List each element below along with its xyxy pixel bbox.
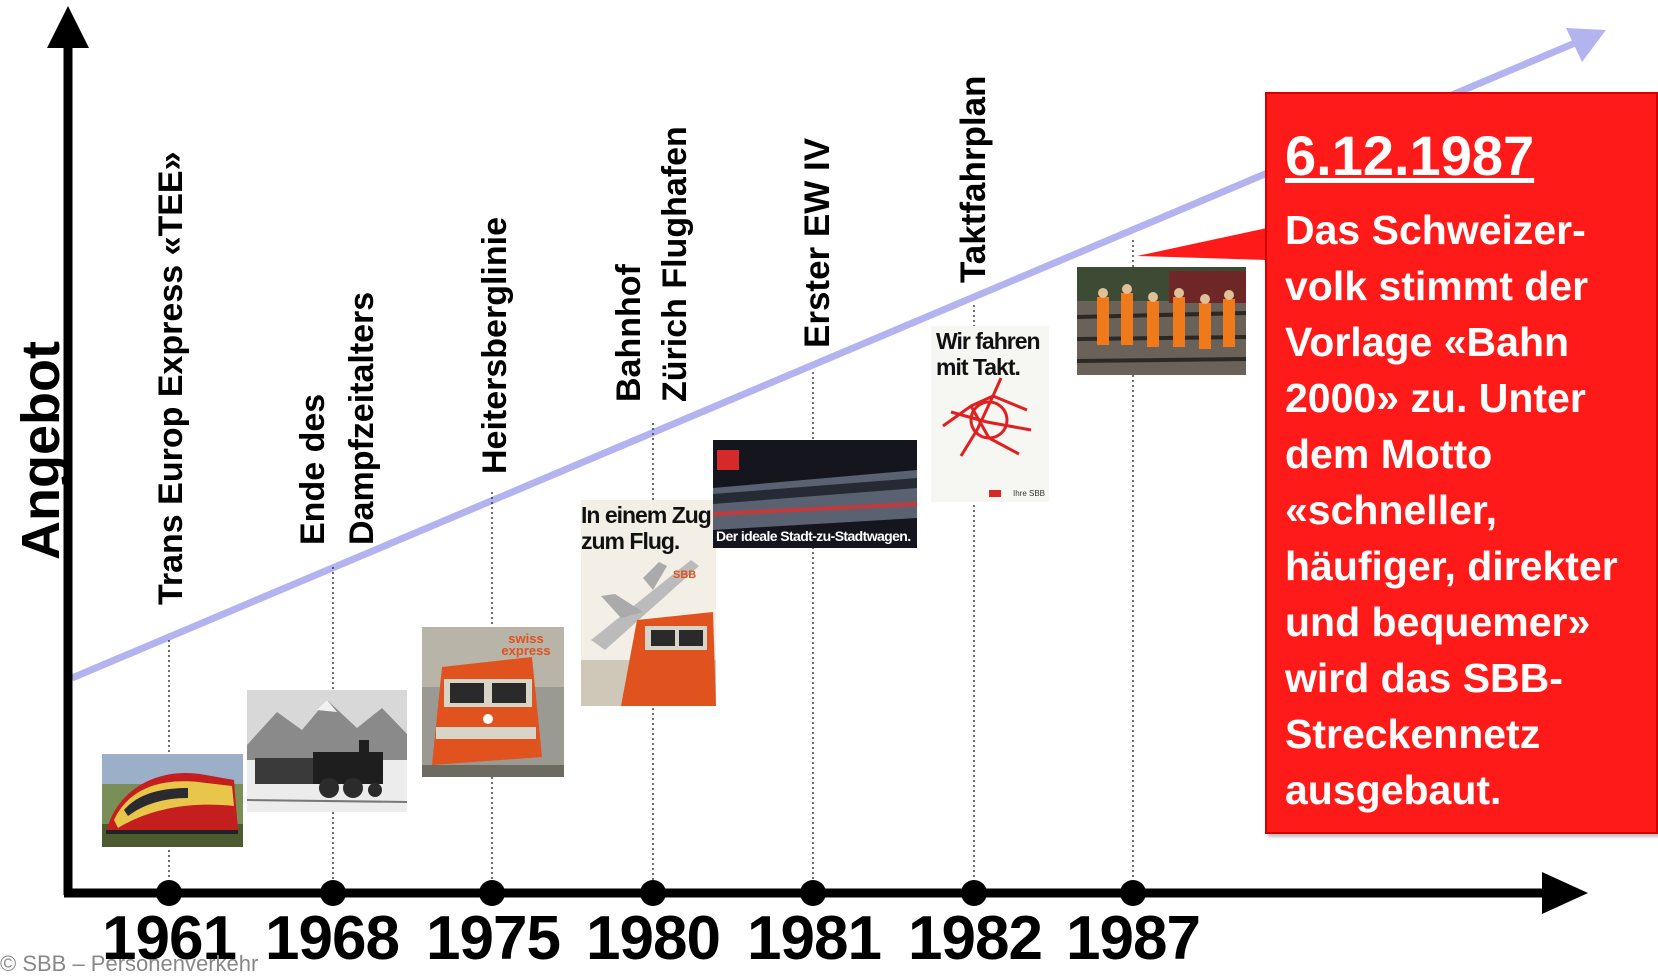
year-1968: 1968 (265, 904, 400, 973)
photo-tee-train (102, 754, 243, 847)
poster-zug-zum-flug: In einem Zug zum Flug. SBB (581, 500, 716, 706)
year-marker-1961 (156, 880, 182, 906)
event-label-1968-line1: Ende des (294, 393, 332, 545)
swiss-express-title-line1: swiss (508, 631, 543, 646)
year-1975: 1975 (426, 904, 561, 973)
swiss-express-title-line2: express (501, 643, 550, 658)
poster-taktfahrplan: Wir fahren mit Takt. Ihre SBB (931, 326, 1049, 502)
year-1982: 1982 (908, 904, 1043, 973)
event-label-1982: Taktfahrplan (954, 75, 993, 283)
callout-box: 6.12.1987 Das Schweizer-volk stimmt der … (1265, 92, 1658, 834)
event-label-1961: Trans Europ Express «TEE» (152, 151, 190, 605)
callout-date: 6.12.1987 (1285, 124, 1535, 187)
poster-ew-iv: Der ideale Stadt-zu-Stadtwagen. (713, 440, 917, 548)
year-1981: 1981 (747, 904, 882, 973)
poster-takt-brand: Ihre SBB (1013, 489, 1046, 498)
year-1987: 1987 (1066, 904, 1201, 973)
event-label-1980-line2: Zürich Flughafen (656, 126, 694, 402)
year-marker-1987 (1120, 880, 1146, 906)
poster-takt-line1: Wir fahren (936, 328, 1041, 354)
poster-zug-line1: In einem Zug (581, 502, 712, 528)
event-label-1975: Heitersberglinie (476, 217, 514, 474)
y-axis-arrowhead (47, 6, 89, 48)
year-marker-1981 (800, 880, 826, 906)
year-marker-1982 (961, 880, 987, 906)
x-axis-arrowhead (1542, 872, 1588, 914)
event-label-1968-line2: Dampfzeitalters (343, 291, 381, 545)
event-label-1981: Erster EW IV (798, 137, 837, 348)
callout-text: Das Schweizer-volk stimmt der Vorlage «B… (1285, 207, 1618, 813)
year-1980: 1980 (586, 904, 721, 973)
poster-takt-line2: mit Takt. (936, 354, 1021, 380)
photo-swiss-express: swiss express (422, 627, 564, 777)
poster-ew-iv-caption: Der ideale Stadt-zu-Stadtwagen. (716, 528, 911, 544)
poster-zug-line2: zum Flug. (581, 528, 680, 554)
callout-pointer (1137, 228, 1267, 260)
year-marker-1980 (640, 880, 666, 906)
photo-track-workers (1077, 267, 1246, 375)
trend-arrowhead (1566, 28, 1606, 62)
y-axis-label: Angebot (11, 341, 71, 560)
year-marker-1975 (479, 880, 505, 906)
footer-copyright: © SBB – Personenverkehr (0, 951, 259, 976)
photo-steam-locomotive (247, 690, 407, 812)
poster-zug-brand: SBB (673, 569, 697, 581)
event-label-1980-line1: Bahnhof (610, 264, 648, 402)
year-1961: 1961 (102, 904, 237, 973)
year-marker-1968 (320, 880, 346, 906)
